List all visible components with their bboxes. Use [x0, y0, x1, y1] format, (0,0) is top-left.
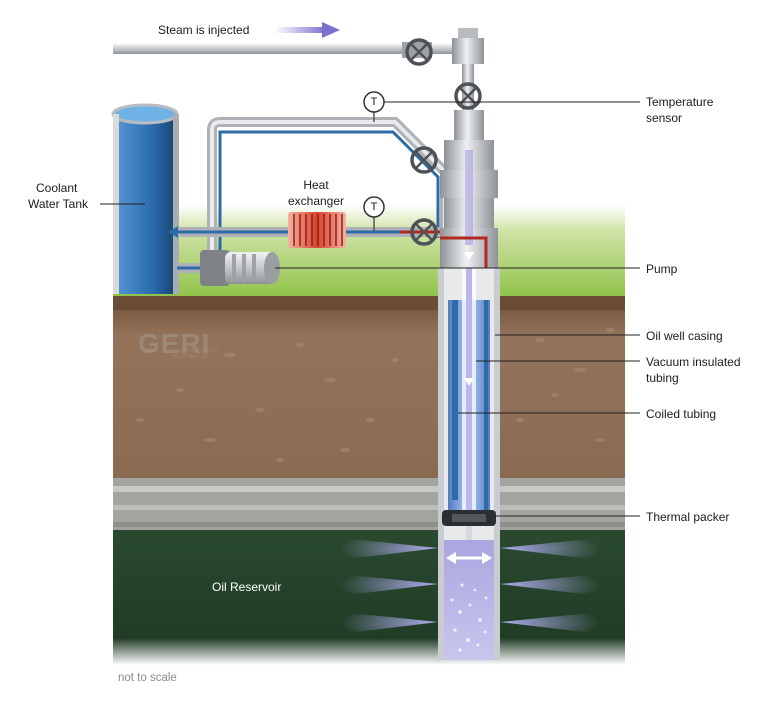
temperature-sensor-mid [363, 196, 385, 232]
geri-watermark-logo: GERI GENERAL ENERGY RECOVERY INC. [138, 328, 242, 361]
temperature-sensor-label-line2: sensor [646, 111, 683, 125]
pump-label: Pump [646, 262, 678, 276]
heat-exchanger [288, 212, 346, 248]
thermal-packer-label: Thermal packer [646, 510, 730, 524]
vacuum-tubing-label-line1: Vacuum insulated [646, 355, 741, 369]
oil-well-casing-label: Oil well casing [646, 329, 723, 343]
coiled-tubing-label: Coiled tubing [646, 407, 717, 421]
steam-injected-label: Steam is injected [158, 23, 250, 37]
coolant-tank-label-line1: Coolant [36, 181, 78, 195]
coolant-water-tank [111, 103, 179, 294]
temperature-sensor-label-line1: Temperature [646, 95, 714, 109]
valve-wellhead-top[interactable] [454, 82, 482, 110]
soil-layer [113, 310, 625, 478]
valve-heat-exchanger[interactable] [410, 218, 438, 246]
grass-layer [113, 205, 625, 308]
sensor-symbol-mid: T [370, 201, 378, 213]
steam-down-column [465, 150, 473, 245]
valve-return-line[interactable] [410, 146, 438, 174]
watermark-subtext: GENERAL ENERGY RECOVERY INC. [172, 348, 219, 360]
ground-layers [113, 205, 625, 665]
heat-exchanger-label-line1: Heat [303, 178, 329, 192]
valve-steam[interactable] [402, 38, 433, 66]
oil-reservoir-label: Oil Reservoir [212, 580, 282, 594]
pump [200, 250, 280, 286]
heat-exchanger-label-line2: exchanger [287, 194, 345, 208]
wellhead [440, 28, 498, 305]
watermark-text: GERI [138, 328, 211, 359]
not-to-scale-note: not to scale [118, 672, 177, 684]
well-bore [438, 252, 500, 660]
coolant-tank-label-line2: Water Tank [28, 197, 89, 211]
sensor-symbol-top: T [370, 96, 378, 108]
steam-line [113, 22, 463, 54]
vacuum-tubing-label-line2: tubing [646, 371, 679, 385]
steam-jets [340, 538, 600, 634]
leader-lines [100, 101, 640, 517]
steam-flow-arrow [275, 27, 325, 33]
